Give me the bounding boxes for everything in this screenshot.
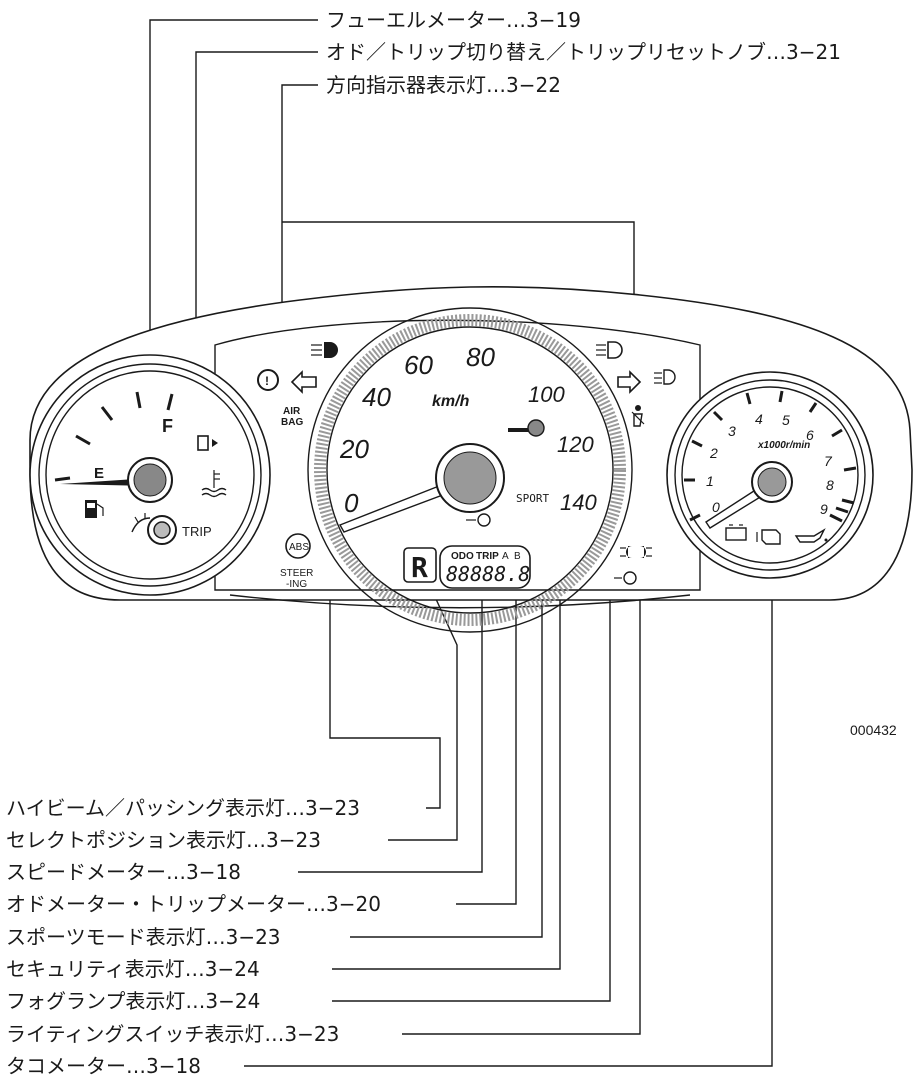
fuel-gauge: F E [29, 354, 271, 596]
tach-7: 7 [824, 453, 833, 469]
right-turn-signal-icon [617, 370, 642, 394]
callout-sport-mode: スポーツモード表示灯…3−23 [6, 925, 281, 949]
tail-lamp-icon [614, 571, 637, 585]
callout-turn-signal: 方向指示器表示灯…3−22 [326, 73, 561, 97]
lighting-switch-icon [620, 546, 652, 558]
security-key-icon [508, 419, 545, 437]
front-fog-icon [654, 369, 676, 385]
abs-icon [285, 533, 311, 559]
callout-tachometer: タコメーター…3−18 [6, 1054, 201, 1077]
tach-6: 6 [806, 427, 814, 443]
trip-reset-knob: TRIP [147, 515, 212, 545]
tach-4: 4 [755, 411, 763, 427]
callout-security: セキュリティ表示灯…3−24 [6, 957, 260, 981]
callout-odo-trip-knob: オド／トリップ切り替え／トリップリセットノブ…3−21 [326, 40, 841, 64]
oil-pressure-icon [794, 528, 828, 543]
speed-20: 20 [339, 434, 369, 464]
callout-high-beam: ハイビーム／パッシング表示灯…3−23 [6, 796, 360, 820]
speed-40: 40 [362, 382, 391, 412]
coolant-temperature-icon [201, 470, 227, 498]
check-engine-icon [756, 529, 781, 545]
odometer-digits: 88888.8 [446, 562, 530, 586]
high-beam-icon [311, 342, 338, 358]
left-turn-signal-icon [290, 370, 317, 394]
callout-select-position: セレクトポジション表示灯…3−23 [6, 828, 321, 852]
speed-140: 140 [560, 490, 597, 515]
tachometer: 0 1 2 3 4 5 6 7 8 9 x1000r/min [666, 371, 874, 579]
shift-position: R [411, 551, 428, 584]
tach-9: 9 [820, 501, 828, 517]
speed-120: 120 [557, 432, 594, 457]
odometer-display: R ODO TRIP A B 88888.8 [403, 545, 531, 589]
tach-0: 0 [712, 499, 720, 515]
tach-8: 8 [826, 477, 834, 493]
fuel-full-label: F [162, 416, 173, 436]
speed-unit: km/h [432, 393, 470, 410]
tach-1: 1 [706, 473, 714, 489]
speedometer: 0 20 40 60 80 100 120 140 km/h SPORT [307, 307, 633, 633]
speed-100: 100 [528, 382, 565, 407]
trip-label: TRIP [476, 551, 499, 562]
svg-text:!: ! [265, 374, 269, 388]
airbag-label-top: AIR [283, 406, 301, 417]
airbag-label-bottom: BAG [281, 417, 303, 428]
right-indicators [596, 341, 676, 585]
steering-label-bottom: -ING [286, 579, 307, 590]
speed-80: 80 [466, 342, 495, 372]
fuel-empty-label: E [94, 465, 104, 482]
callout-labels: フューエルメーター…3−19 オド／トリップ切り替え／トリップリセットノブ…3−… [6, 8, 897, 1077]
speed-0: 0 [344, 488, 359, 518]
fuel-pump-icon [85, 500, 104, 518]
steering-label-top: STEER [280, 568, 313, 579]
tach-2: 2 [709, 445, 718, 461]
trip-a-label: A [502, 551, 509, 562]
fuel-door-side-icon [197, 435, 218, 451]
odo-label: ODO [451, 551, 474, 562]
brake-warning-icon: ! [257, 369, 279, 391]
speed-60: 60 [404, 350, 433, 380]
callout-odometer-trip: オドメーター・トリップメーター…3−20 [6, 892, 381, 916]
left-indicators: ! AIR BAG ABS STEER -ING [257, 342, 338, 590]
callout-fog-lamp: フォグランプ表示灯…3−24 [6, 989, 260, 1013]
fog-lamp-icon [596, 341, 623, 359]
callout-lighting-switch: ライティングスイッチ表示灯…3−23 [6, 1022, 339, 1046]
headlight-small-icon [466, 513, 491, 527]
tach-unit: x1000r/min [757, 440, 810, 451]
seatbelt-icon [631, 405, 645, 427]
tach-3: 3 [728, 423, 736, 439]
callout-fuel-meter: フューエルメーター…3−19 [326, 8, 581, 32]
battery-icon [725, 524, 747, 541]
abs-label: ABS [289, 542, 309, 553]
trip-b-label: B [514, 551, 521, 562]
figure-id: 000432 [850, 722, 897, 738]
callout-speedometer: スピードメーター…3−18 [6, 860, 241, 884]
tach-5: 5 [782, 412, 790, 428]
trip-knob-label: TRIP [182, 524, 212, 539]
sport-mode-indicator: SPORT [516, 492, 549, 505]
